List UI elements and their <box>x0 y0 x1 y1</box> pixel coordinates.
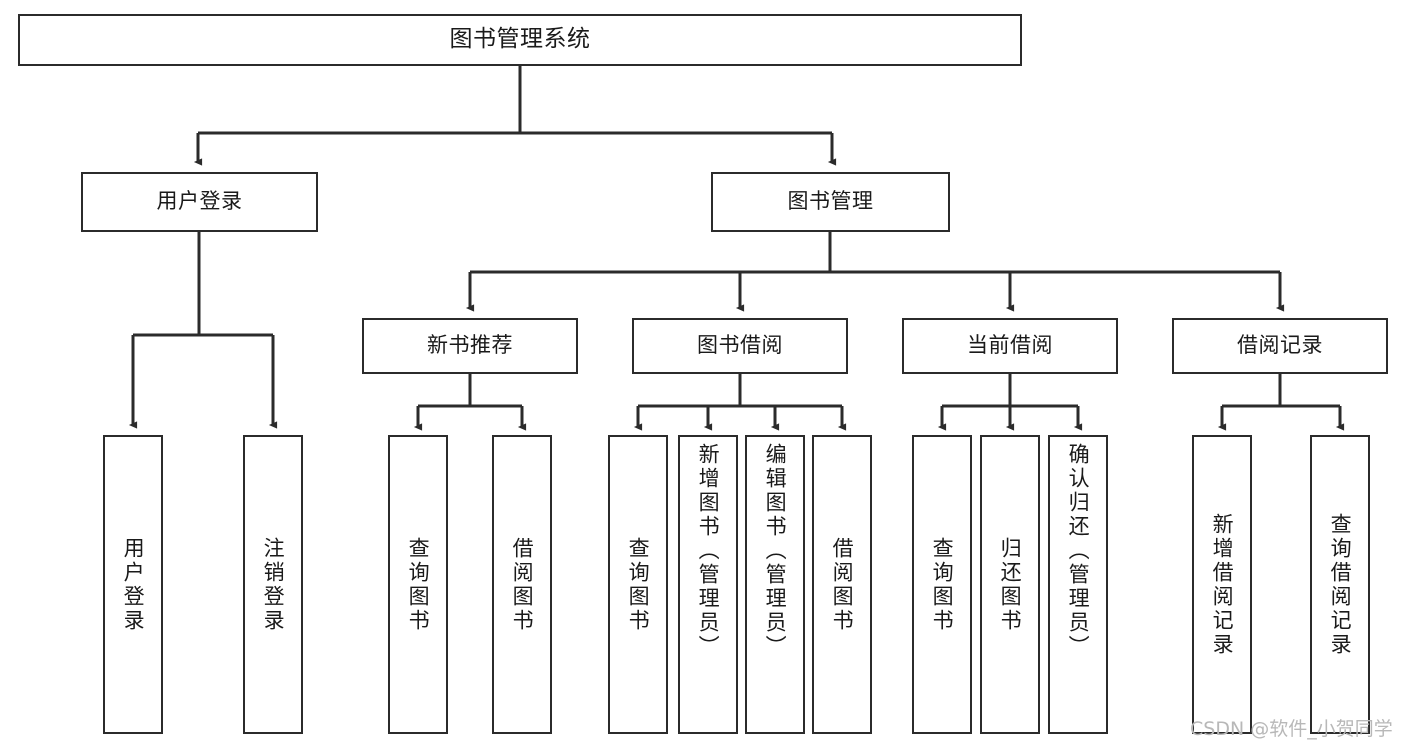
node-new-book-recommend[interactable]: 新书推荐 <box>362 318 578 374</box>
node-leaf-bor-edit-label: 编辑图书（管理员） <box>763 443 788 659</box>
watermark: CSDN @软件_小贺同学 <box>1190 718 1393 740</box>
node-user-login[interactable]: 用户登录 <box>81 172 318 232</box>
node-leaf-user-login[interactable]: 用户登录 <box>103 435 163 734</box>
node-leaf-bor-add-label: 新增图书（管理员） <box>696 443 721 659</box>
node-leaf-cur-return-label: 归还图书 <box>998 536 1023 633</box>
node-leaf-rec-query-label: 查询图书 <box>406 536 431 633</box>
node-root[interactable]: 图书管理系统 <box>18 14 1022 66</box>
node-book-borrow[interactable]: 图书借阅 <box>632 318 848 374</box>
node-leaf-hist-add-label: 新增借阅记录 <box>1210 512 1235 657</box>
node-leaf-bor-add[interactable]: 新增图书（管理员） <box>678 435 738 734</box>
node-borrow-record[interactable]: 借阅记录 <box>1172 318 1388 374</box>
node-current-borrow[interactable]: 当前借阅 <box>902 318 1118 374</box>
node-leaf-bor-query[interactable]: 查询图书 <box>608 435 668 734</box>
node-book-manage-label: 图书管理 <box>787 189 874 214</box>
node-leaf-user-logout[interactable]: 注销登录 <box>243 435 303 734</box>
node-leaf-rec-borrow-label: 借阅图书 <box>510 536 535 633</box>
node-borrow-record-label: 借阅记录 <box>1237 333 1323 358</box>
node-leaf-user-logout-label: 注销登录 <box>261 536 286 633</box>
node-leaf-bor-edit[interactable]: 编辑图书（管理员） <box>745 435 805 734</box>
node-leaf-cur-query[interactable]: 查询图书 <box>912 435 972 734</box>
node-leaf-user-login-label: 用户登录 <box>121 536 146 633</box>
node-leaf-bor-query-label: 查询图书 <box>626 536 651 633</box>
node-leaf-rec-borrow[interactable]: 借阅图书 <box>492 435 552 734</box>
node-leaf-cur-confirm[interactable]: 确认归还（管理员） <box>1048 435 1108 734</box>
node-root-label: 图书管理系统 <box>449 26 591 53</box>
node-book-borrow-label: 图书借阅 <box>697 333 783 358</box>
node-leaf-hist-query-label: 查询借阅记录 <box>1328 512 1353 657</box>
node-leaf-bor-borrow-label: 借阅图书 <box>830 536 855 633</box>
node-leaf-hist-query[interactable]: 查询借阅记录 <box>1310 435 1370 734</box>
node-leaf-hist-add[interactable]: 新增借阅记录 <box>1192 435 1252 734</box>
node-new-book-recommend-label: 新书推荐 <box>427 333 513 358</box>
node-leaf-cur-confirm-label: 确认归还（管理员） <box>1066 443 1091 659</box>
node-current-borrow-label: 当前借阅 <box>967 333 1053 358</box>
node-user-login-label: 用户登录 <box>156 189 243 214</box>
node-leaf-bor-borrow[interactable]: 借阅图书 <box>812 435 872 734</box>
node-leaf-cur-query-label: 查询图书 <box>930 536 955 633</box>
node-leaf-cur-return[interactable]: 归还图书 <box>980 435 1040 734</box>
node-book-manage[interactable]: 图书管理 <box>711 172 950 232</box>
node-leaf-rec-query[interactable]: 查询图书 <box>388 435 448 734</box>
